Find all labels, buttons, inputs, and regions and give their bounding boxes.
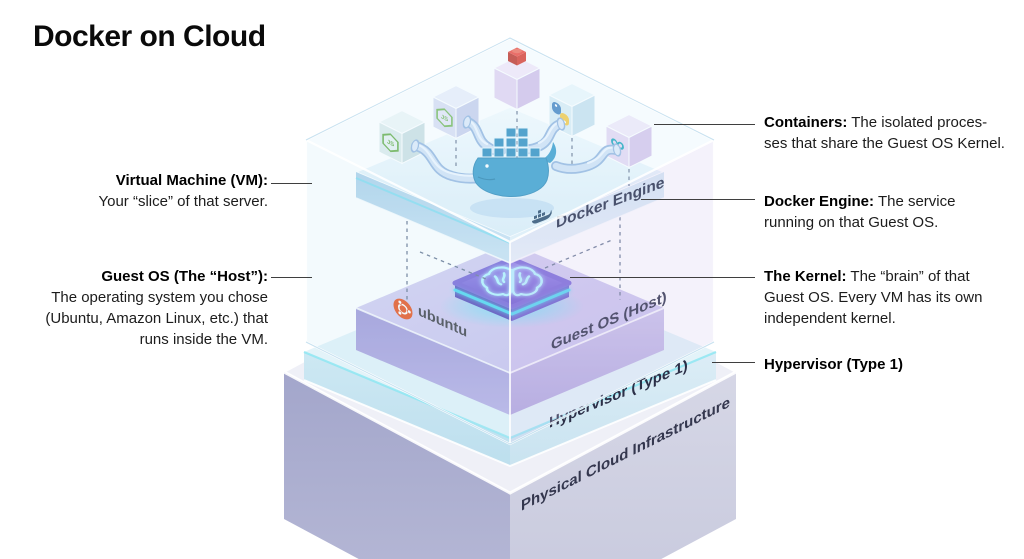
annotation-containers: Containers: The isolated proces- ses tha… (764, 114, 1005, 152)
annotation-kernel: The Kernel: The “brain” of that Guest OS… (764, 268, 983, 327)
pipe-flange (410, 139, 420, 153)
pipe-flange (612, 143, 622, 157)
connector-kernel (570, 277, 755, 278)
annotation-virtual-machine: Virtual Machine (VM): Your “slice” of th… (98, 172, 268, 210)
connector-hypervisor (712, 362, 755, 363)
pipe-flange (556, 117, 566, 131)
annotation-guest-os: Guest OS (The “Host”): The operating sys… (45, 268, 268, 348)
vm-glass-box (304, 36, 716, 446)
page-title: Docker on Cloud (33, 20, 266, 53)
connector-vm (271, 183, 312, 184)
svg-text:JS: JS (387, 138, 394, 148)
hidden-edge-dashes (406, 217, 621, 300)
redis-icon (508, 47, 526, 66)
container-cube-redis (492, 47, 542, 111)
kernel-tile (440, 256, 584, 328)
annotation-docker-engine: Docker Engine: The service running on th… (764, 193, 956, 231)
connector-docker-engine (641, 199, 755, 200)
docker-engine-mini-whale-icon (532, 209, 552, 224)
nodejs-icon: JS (436, 108, 453, 128)
pipe-flange (462, 115, 472, 129)
container-cube-python (547, 82, 597, 138)
annotation-hypervisor: Hypervisor (Type 1) (764, 356, 903, 373)
container-drop-dashes (455, 111, 630, 186)
ubuntu-logo-icon (393, 298, 413, 320)
connector-containers (654, 124, 755, 125)
connector-guest-os (271, 277, 312, 278)
nodejs-icon: JS (382, 133, 399, 153)
svg-text:JS: JS (441, 113, 448, 123)
docker-whale-icon (472, 127, 557, 197)
